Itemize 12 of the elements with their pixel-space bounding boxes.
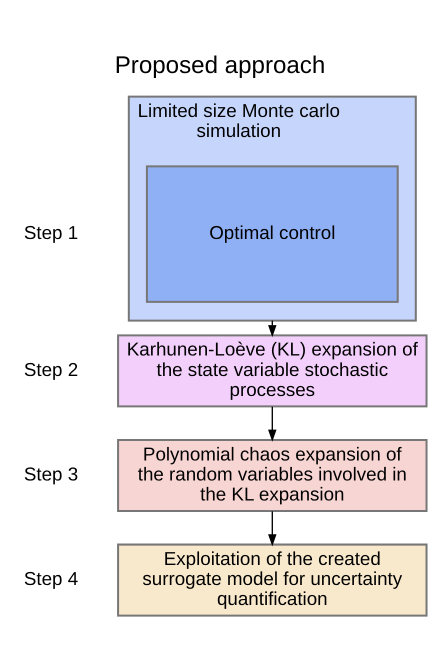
node-label: Step 4 — [24, 568, 78, 589]
node-box: Exploitation of the created surrogate model for uncertainty quantification — [117, 543, 428, 616]
arrow — [268, 510, 277, 546]
node-box: Polynomial chaos expansion of the random variables involved in the KL expansion — [117, 438, 428, 512]
node-label: Step 3 — [24, 462, 78, 484]
diagram-title: Proposed approach — [114, 52, 326, 79]
node-label: Step 1 — [24, 222, 78, 243]
arrow — [268, 320, 277, 337]
arrow — [268, 406, 277, 442]
node-box: Optimal control — [146, 164, 399, 302]
node-label: Step 2 — [24, 358, 78, 380]
node-box: Karhunen-Loève (KL) expansion of the state variable stochastic processes — [117, 334, 428, 407]
